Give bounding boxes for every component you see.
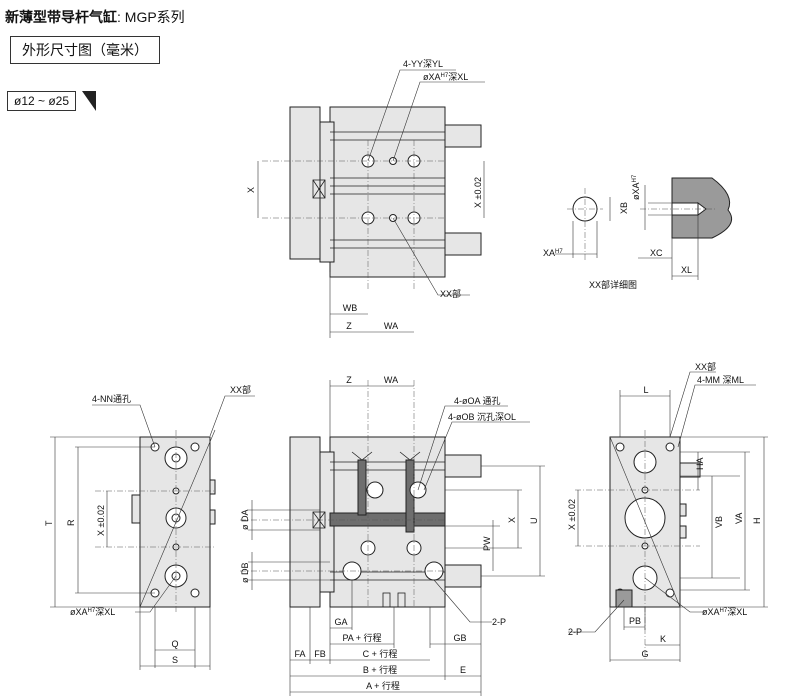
right-callout-mm: 4-MM 深ML (697, 375, 744, 385)
left-dim-q: Q (171, 639, 178, 649)
right-dim-x-tol: X ±0.02 (567, 499, 577, 530)
left-hole-br (190, 588, 200, 598)
right-callout-xx: XX部 (695, 361, 716, 372)
front-endplate (289, 436, 321, 608)
detail-dim-xa-v: øXAH7 (631, 174, 641, 200)
right-hole-tl (615, 442, 625, 452)
top-dim-wb: WB (343, 303, 358, 313)
right-dim-g: G (641, 649, 648, 659)
right-view: L XX部 4-MM 深ML HA X ±0.02 VB VA H øXAH7深… (567, 361, 768, 662)
left-hole-tr (190, 442, 200, 452)
front-dim-db: ø DB (240, 562, 250, 583)
front-dim-fa: FA (294, 649, 305, 659)
front-piston-band (329, 512, 446, 527)
detail-dim-xb: XB (619, 202, 629, 214)
top-rod-upper (444, 124, 482, 148)
detail-xx: XAH7 XB XX部详细图 øXAH7 XC XL (543, 174, 732, 290)
left-view: 4-NN通孔 XX部 T R X ±0.02 øXAH7深XL Q S (44, 384, 255, 670)
top-callout-xa: øXAH7深XL (423, 72, 468, 82)
top-view: 4-YY深YL øXAH7深XL XX部 X X ±0.02 WB Z WA (246, 59, 485, 338)
page-title: 新薄型带导杆气缸: MGP系列 (5, 7, 185, 27)
front-dim-b: B + 行程 (363, 664, 397, 675)
right-dim-k: K (660, 634, 666, 644)
detail-caption: XX部详细图 (589, 279, 637, 290)
top-dim-z: Z (346, 321, 352, 331)
right-dim-l: L (643, 385, 648, 395)
front-dim-ga: GA (334, 617, 347, 627)
detail-dim-xa: XAH7 (543, 248, 563, 258)
front-rod-upper (444, 454, 482, 478)
bore-range-badge: ø12 ~ ø25 (7, 91, 77, 111)
right-dim-ha: HA (695, 457, 705, 470)
front-rod-lower (444, 564, 482, 588)
front-dim-pa: PA + 行程 (342, 632, 381, 643)
bore-range-tab (82, 91, 96, 111)
front-dim-z: Z (346, 375, 352, 385)
front-dim-u: U (529, 518, 539, 525)
left-callout-nn: 4-NN通孔 (92, 394, 131, 404)
left-dim-r: R (66, 519, 76, 526)
title-sub: : MGP系列 (117, 9, 185, 25)
top-dim-x: X (246, 187, 256, 193)
top-port (312, 179, 326, 199)
front-dim-da: ø DA (240, 509, 250, 530)
right-port (615, 589, 633, 608)
top-dim-x-tol: X ±0.02 (473, 177, 483, 208)
front-callout-ob: 4-øOB 沉孔深OL (448, 412, 516, 422)
front-dim-p: 2-P (492, 617, 506, 627)
front-view: Z WA 4-øOA 通孔 4-øOB 沉孔深OL ø DA ø DB PW X… (240, 375, 545, 696)
front-dim-gb: GB (453, 633, 466, 643)
front-dim-a: A + 行程 (366, 680, 400, 691)
top-body (329, 106, 446, 278)
front-dim-e: E (460, 665, 466, 675)
front-dim-wa: WA (384, 375, 398, 385)
left-dim-t: T (44, 520, 54, 526)
top-callout-xx: XX部 (440, 288, 461, 299)
left-callout-xx: XX部 (230, 384, 251, 395)
top-plate-strip (319, 121, 335, 263)
right-dim-va: VA (734, 513, 744, 524)
front-dim-c: C + 行程 (363, 648, 398, 659)
front-dim-fb: FB (314, 649, 326, 659)
right-dim-vb: VB (714, 516, 724, 528)
top-endplate (289, 106, 321, 260)
left-dim-x-tol: X ±0.02 (96, 505, 106, 536)
right-dim-h: H (752, 518, 762, 525)
title-main: 新薄型带导杆气缸 (5, 9, 117, 25)
section-label: 外形尺寸图（毫米） (10, 36, 160, 64)
front-dim-pw: PW (482, 536, 492, 551)
left-callout-xa: øXAH7深XL (70, 607, 115, 617)
right-dim-pb: PB (629, 616, 641, 626)
right-dim-p: 2-P (568, 627, 582, 637)
front-slot-left (357, 459, 367, 516)
top-rod-lower (444, 232, 482, 256)
right-hole-tr (665, 442, 675, 452)
detail-dim-xl: XL (681, 265, 692, 275)
right-callout-xa: øXAH7深XL (702, 607, 747, 617)
top-dim-wa: WA (384, 321, 398, 331)
front-hole-1 (366, 481, 384, 499)
right-rod-top (633, 450, 657, 474)
detail-dim-xc: XC (650, 248, 663, 258)
top-callout-yy: 4-YY深YL (403, 59, 443, 69)
front-callout-oa: 4-øOA 通孔 (454, 396, 501, 406)
front-dim-x: X (507, 517, 517, 523)
left-dim-s: S (172, 655, 178, 665)
